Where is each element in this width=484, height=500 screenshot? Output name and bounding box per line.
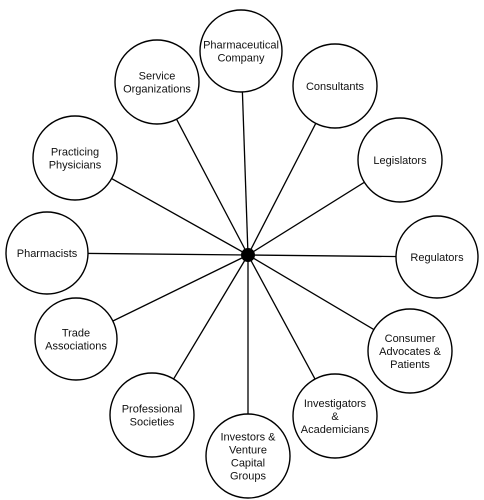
node-label: Consultants: [306, 81, 365, 93]
node-label: Capital: [231, 458, 265, 470]
node-circle: [205, 413, 291, 499]
node-legislators: Legislators: [357, 117, 443, 203]
node-label: Investors &: [220, 432, 276, 444]
node-label: Pharmaceutical: [203, 40, 279, 52]
node-label: Investigators: [304, 398, 367, 410]
node-label: Groups: [230, 471, 267, 483]
node-label: Venture: [229, 445, 267, 457]
node-consultants: Consultants: [292, 43, 378, 129]
node-circle: [367, 308, 453, 394]
node-label: Service: [139, 71, 176, 83]
node-pharmacists: Pharmacists: [5, 211, 89, 295]
node-label: Patients: [390, 359, 430, 371]
node-label: Regulators: [410, 252, 464, 264]
node-circle: [199, 9, 283, 93]
hub-node: [241, 248, 255, 262]
node-label: Associations: [45, 341, 107, 353]
node-label: Trade: [62, 328, 90, 340]
node-label: &: [331, 411, 339, 423]
node-label: Company: [217, 53, 265, 65]
node-circle: [357, 117, 443, 203]
node-circle: [292, 373, 378, 459]
node-label: Academicians: [301, 424, 370, 436]
node-label: Consumer: [385, 333, 436, 345]
node-label: Professional: [122, 404, 183, 416]
node-circle: [114, 39, 200, 125]
node-circle: [32, 115, 118, 201]
node-circle: [5, 211, 89, 295]
node-investigators-academicians: Investigators&Academicians: [292, 373, 378, 459]
node-label: Physicians: [49, 160, 102, 172]
nodes-group: PharmaceuticalCompanyConsultantsLegislat…: [5, 9, 479, 499]
node-circle: [292, 43, 378, 129]
node-circle: [34, 297, 118, 381]
node-label: Organizations: [123, 84, 191, 96]
node-circle: [395, 215, 479, 299]
node-label: Practicing: [51, 147, 99, 159]
node-circle: [109, 372, 195, 458]
node-label: Societies: [130, 417, 175, 429]
node-label: Advocates &: [379, 346, 441, 358]
node-regulators: Regulators: [395, 215, 479, 299]
node-label: Pharmacists: [17, 248, 78, 260]
node-label: Legislators: [373, 155, 427, 167]
